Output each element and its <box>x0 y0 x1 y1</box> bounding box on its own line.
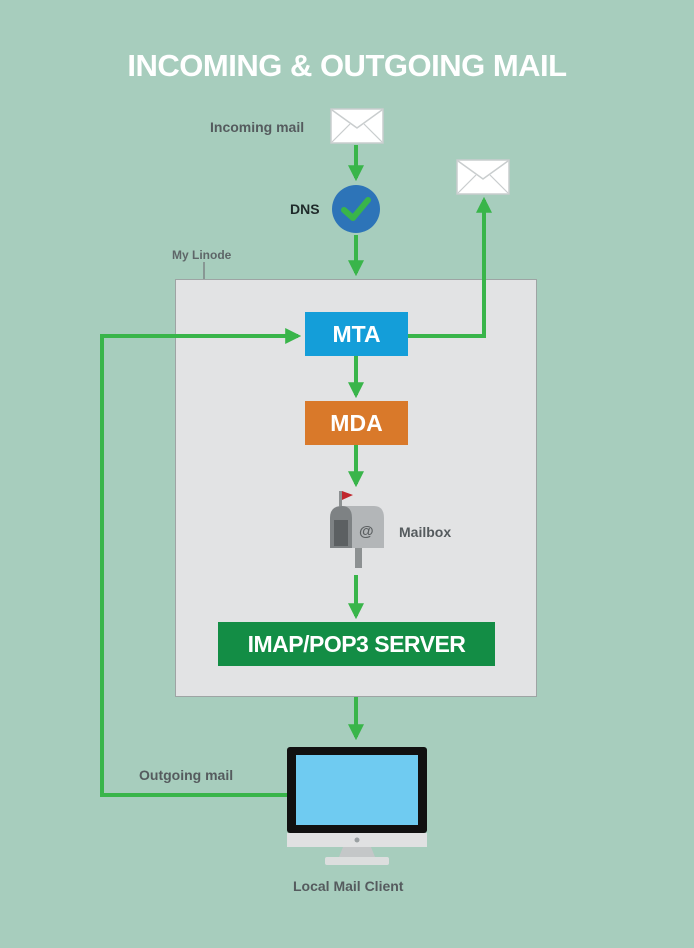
imap-pop3-server-block: IMAP/POP3 SERVER <box>218 622 495 666</box>
mailbox-icon: @ <box>330 491 384 568</box>
arrow-mta-to-outgoing <box>408 196 492 338</box>
dns-label: DNS <box>290 201 320 217</box>
outgoing-mail-label: Outgoing mail <box>139 767 234 783</box>
my-linode-label: My Linode <box>172 248 232 262</box>
local-mail-client-label: Local Mail Client <box>293 878 404 894</box>
incoming-mail-label: Incoming mail <box>210 119 305 135</box>
mailbox-label: Mailbox <box>399 524 452 540</box>
check-circle-icon <box>332 185 380 233</box>
arrow-client-to-mta <box>100 328 302 797</box>
envelope-icon <box>456 159 510 195</box>
envelope-icon <box>330 108 384 144</box>
diagram-title: INCOMING & OUTGOING MAIL <box>127 48 567 83</box>
mda-block: MDA <box>305 401 408 445</box>
svg-text:@: @ <box>359 523 374 540</box>
monitor-icon <box>287 747 427 865</box>
mta-block: MTA <box>305 312 408 356</box>
